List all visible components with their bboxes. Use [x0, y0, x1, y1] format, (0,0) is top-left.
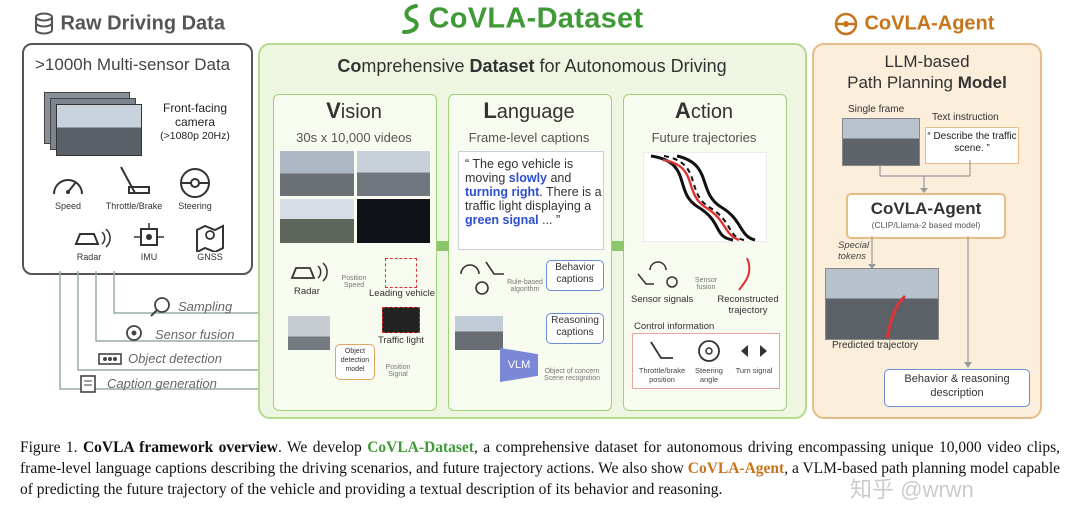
quote-slowly: slowly: [509, 171, 547, 185]
video-grid: [280, 151, 430, 243]
column-joiner-2: [612, 241, 624, 251]
rule-algo-label: Rule-based algorithm: [505, 279, 545, 293]
reconstructed-label: Reconstructed trajectory: [712, 294, 784, 316]
agent-connectors: [812, 150, 1038, 370]
video-thumb-4: [357, 199, 431, 244]
agent-header: CoVLA-Agent: [834, 12, 994, 36]
language-sub: Frame-level captions: [448, 130, 610, 145]
column-joiner: [437, 241, 449, 251]
behavior-captions-box: Behavior captions: [546, 260, 604, 291]
process-sensor-fusion: Sensor fusion: [155, 327, 235, 342]
video-thumb-3: [280, 199, 354, 244]
control-label-turn: Turn signal: [734, 366, 774, 375]
language-quote-box: “ The ego vehicle is moving slowly and t…: [458, 151, 604, 250]
dataset-subtitle: Comprehensive Dataset for Autonomous Dri…: [262, 56, 802, 77]
vision-sub: 30s x 10,000 videos: [273, 130, 435, 145]
control-steering-icon: [696, 338, 722, 364]
control-pedal-icon: [647, 340, 677, 362]
language-initial: L: [483, 98, 496, 123]
agent-title: CoVLA-Agent: [864, 13, 994, 35]
caption-doc-icon: [78, 374, 100, 394]
action-rest: ction: [691, 101, 733, 123]
caption-dataset: CoVLA-Dataset: [367, 439, 474, 456]
pos-speed-label: Position Speed: [334, 275, 374, 289]
traffic-light-label: Traffic light: [378, 335, 424, 346]
trajectory-road-image: [643, 152, 767, 242]
lang-speed-icon: [461, 265, 479, 274]
traffic-light-box: [382, 307, 420, 333]
magnifier-icon: [148, 296, 172, 318]
caption-agent: CoVLA-Agent: [688, 460, 784, 477]
action-initial: A: [675, 98, 691, 123]
video-thumb-2: [357, 151, 431, 196]
caption-fig-label: Figure 1.: [20, 439, 78, 456]
control-label-steering: Steering angle: [691, 366, 727, 384]
road-photo: [455, 316, 503, 350]
language-rest: anguage: [497, 101, 575, 123]
video-thumb-1: [280, 151, 354, 196]
quote-d: ... ”: [539, 213, 561, 227]
caption-t1: . We develop: [278, 439, 367, 456]
subtitle-b: for Autonomous Driving: [535, 56, 727, 76]
detection-model-box: Object detection model: [335, 344, 375, 380]
quote-b: and: [547, 171, 571, 185]
pos-signal-label: Position Signal: [378, 364, 418, 378]
action-pedal-icon: [638, 274, 654, 284]
language-heading: Language: [448, 98, 610, 124]
traffic-light-photo: [288, 316, 330, 350]
process-sampling: Sampling: [178, 299, 232, 314]
reconstructed-trajectory-icon: [733, 254, 763, 292]
steering-logo-icon: [834, 12, 860, 36]
leading-vehicle-box: [385, 258, 417, 288]
text-instruction-label: Text instruction: [932, 112, 999, 123]
obj-scene-label: Object of concern Scene recognition: [538, 368, 606, 382]
process-caption-generation: Caption generation: [107, 376, 217, 391]
reasoning-captions-box: Reasoning captions: [546, 313, 604, 344]
action-imu-icon: [667, 277, 677, 287]
leading-vehicle-label: Leading vehicle: [369, 288, 435, 299]
vision-rest: ision: [341, 101, 382, 123]
llm-line2: Path Planning Model: [812, 73, 1042, 93]
detection-icon: [98, 352, 122, 366]
process-object-detection: Object detection: [128, 351, 222, 366]
action-heading: Action: [623, 98, 785, 124]
caption-bold: CoVLA framework overview: [83, 439, 278, 456]
action-fusion-label: Sensor fusion: [688, 277, 724, 291]
single-frame-label: Single frame: [848, 104, 904, 115]
llm-line2a: Path Planning: [847, 73, 958, 92]
llm-line1: LLM-based: [812, 52, 1042, 72]
control-info-title: Control information: [634, 321, 714, 332]
snake-logo-icon: [398, 2, 424, 36]
lang-pedal-icon: [486, 262, 504, 274]
subtitle-a: mprehensive: [361, 56, 469, 76]
watermark: 知乎 @wrwn: [850, 472, 974, 504]
vision-radar-icon: [290, 260, 330, 282]
action-speed-icon: [650, 262, 666, 270]
control-label-throttle: Throttle/brake position: [636, 366, 688, 384]
dataset-title: CoVLA-Dataset: [428, 3, 643, 35]
vision-heading: Vision: [273, 98, 435, 124]
llm-line2b: Model: [958, 73, 1007, 92]
vision-radar-label: Radar: [294, 286, 320, 297]
subtitle-dataset: Dataset: [469, 56, 534, 76]
agent-output-box: Behavior & reasoning description: [884, 369, 1030, 407]
quote-green: green signal: [465, 213, 539, 227]
action-sensor-icons: [636, 256, 686, 290]
sensor-fusion-icon: [122, 322, 146, 344]
dataset-header: CoVLA-Dataset: [398, 2, 643, 36]
lang-steering-icon: [476, 282, 488, 294]
sensor-signals-label: Sensor signals: [631, 294, 693, 305]
action-sub: Future trajectories: [623, 130, 785, 145]
subtitle-co: Co: [337, 56, 361, 76]
turn-signal-icon: [739, 344, 769, 358]
quote-turning: turning right: [465, 185, 539, 199]
vision-initial: V: [326, 98, 341, 123]
